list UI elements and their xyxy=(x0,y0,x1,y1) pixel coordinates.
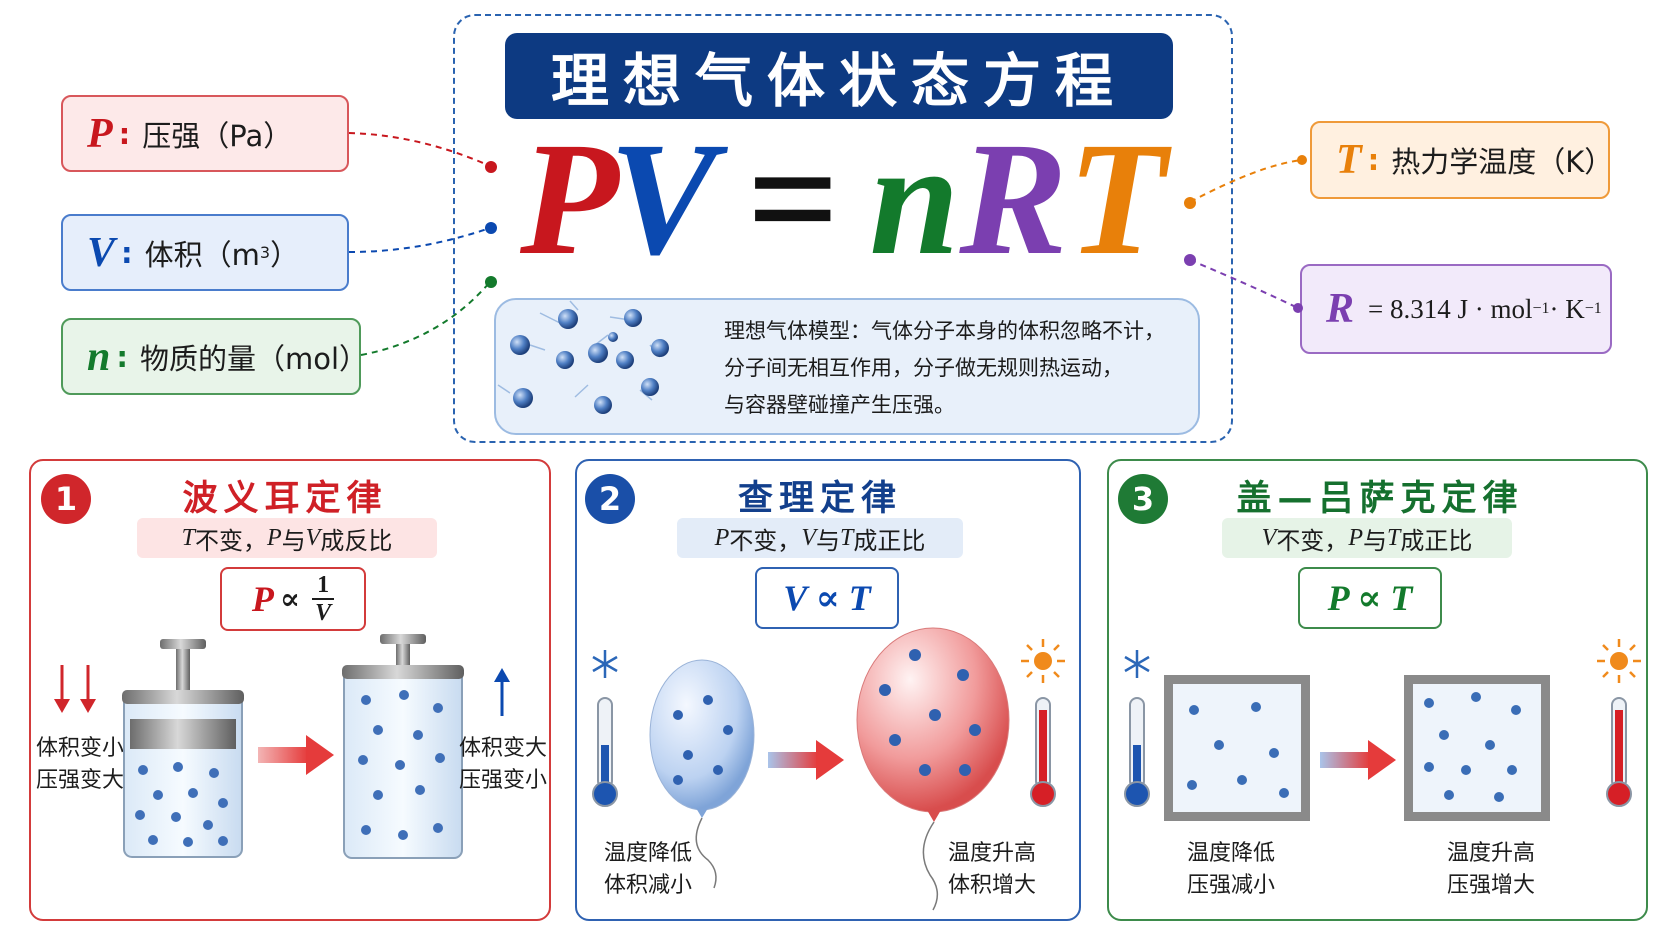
sun-icon xyxy=(1021,639,1065,683)
law-panel-boyle xyxy=(29,459,551,921)
law2-left-caption: 温度降低体积减小 xyxy=(604,841,693,898)
container-hot xyxy=(1404,675,1550,821)
eq-equals: = xyxy=(747,110,840,289)
law2-title: 查理定律 xyxy=(737,479,902,519)
snowflake-icon xyxy=(592,650,618,678)
variable-v-close: ） xyxy=(270,237,300,272)
law2-right-caption: 温度升高体积增大 xyxy=(948,841,1037,898)
variable-p-label: 压强（Pa） xyxy=(142,118,293,153)
eq-v: V xyxy=(608,110,718,289)
variable-r-box: R = 8.314 J · mol−1 · K−1 xyxy=(1300,264,1612,354)
ideal-gas-equation: PV=nRT xyxy=(520,110,1180,289)
variable-p-box: P : 压强（Pa） xyxy=(61,95,349,172)
variable-r-exp1: −1 xyxy=(1532,300,1550,317)
container-cold xyxy=(1164,675,1310,821)
model-description: 理想气体模型：气体分子本身的体积忽略不计， 分子间无相互作用，分子做无规则热运动… xyxy=(724,313,1194,424)
law1-left-caption: 体积变小压强变大 xyxy=(36,736,125,793)
arrow-down-icon xyxy=(54,665,96,713)
center-panel xyxy=(453,14,1233,443)
law-panel-charles xyxy=(575,459,1081,921)
variable-t-box: T : 热力学温度（K） xyxy=(1310,121,1614,199)
large-balloon xyxy=(856,627,1010,911)
law3-number-badge: 3 xyxy=(1118,474,1168,524)
variable-v-symbol: V xyxy=(87,229,116,276)
law2-formula: V ∝ T xyxy=(755,567,899,629)
model-box xyxy=(494,298,1200,435)
law1-title: 波义耳定律 xyxy=(182,479,388,519)
cylinder-expanded xyxy=(342,634,464,859)
cold-thermometer xyxy=(1124,650,1150,807)
variable-r-symbol: R xyxy=(1326,286,1355,332)
law2-number-badge: 2 xyxy=(585,474,635,524)
eq-p: P xyxy=(520,110,619,289)
cylinder-compressed xyxy=(122,639,244,858)
model-line-2: 分子间无相互作用，分子做无规则热运动， xyxy=(724,356,1123,380)
variable-v-label: 体积（m xyxy=(144,237,260,272)
variable-t-symbol: T xyxy=(1336,137,1362,183)
arrow-right-icon xyxy=(1320,740,1396,780)
variable-r-exp2: −1 xyxy=(1584,300,1602,317)
arrow-right-icon xyxy=(768,740,844,780)
law3-left-caption: 温度降低压强减小 xyxy=(1187,841,1276,898)
model-line-3: 与容器壁碰撞产生压强。 xyxy=(724,393,955,417)
hot-thermometer xyxy=(1597,639,1641,807)
snowflake-icon xyxy=(1124,650,1150,678)
molecules-illustration xyxy=(497,300,669,414)
variable-t-label: 热力学温度（K） xyxy=(1391,145,1614,179)
variable-v-sup: 3 xyxy=(259,243,271,262)
law-panel-gay-lussac xyxy=(1107,459,1648,921)
variable-r-unit2: · K xyxy=(1549,293,1585,324)
small-balloon xyxy=(649,659,755,889)
page-title: 理想气体状态方程 xyxy=(505,33,1173,119)
cold-thermometer xyxy=(592,650,618,807)
arrow-right-icon xyxy=(258,735,334,775)
variable-r-value: = 8.314 J · mol xyxy=(1368,293,1533,324)
law3-right-caption: 温度升高压强增大 xyxy=(1447,841,1536,898)
eq-t: T xyxy=(1067,110,1167,289)
law1-number-badge: 1 xyxy=(41,474,91,524)
arrow-up-icon xyxy=(494,668,510,716)
sun-icon xyxy=(1597,639,1641,683)
law3-title: 盖—吕萨克定律 xyxy=(1236,479,1524,519)
model-line-1: 理想气体模型：气体分子本身的体积忽略不计， xyxy=(724,319,1165,343)
eq-n: n xyxy=(869,110,960,289)
variable-n-symbol: n xyxy=(87,333,111,380)
hot-thermometer xyxy=(1021,639,1065,807)
variable-n-label: 物质的量（mol） xyxy=(139,341,369,376)
eq-r: R xyxy=(959,110,1068,289)
law1-right-caption: 体积变大压强变小 xyxy=(459,736,548,793)
law3-formula: P ∝ T xyxy=(1298,567,1442,629)
variable-n-box: n : 物质的量（mol） xyxy=(61,318,368,395)
variable-p-symbol: P xyxy=(87,110,113,157)
